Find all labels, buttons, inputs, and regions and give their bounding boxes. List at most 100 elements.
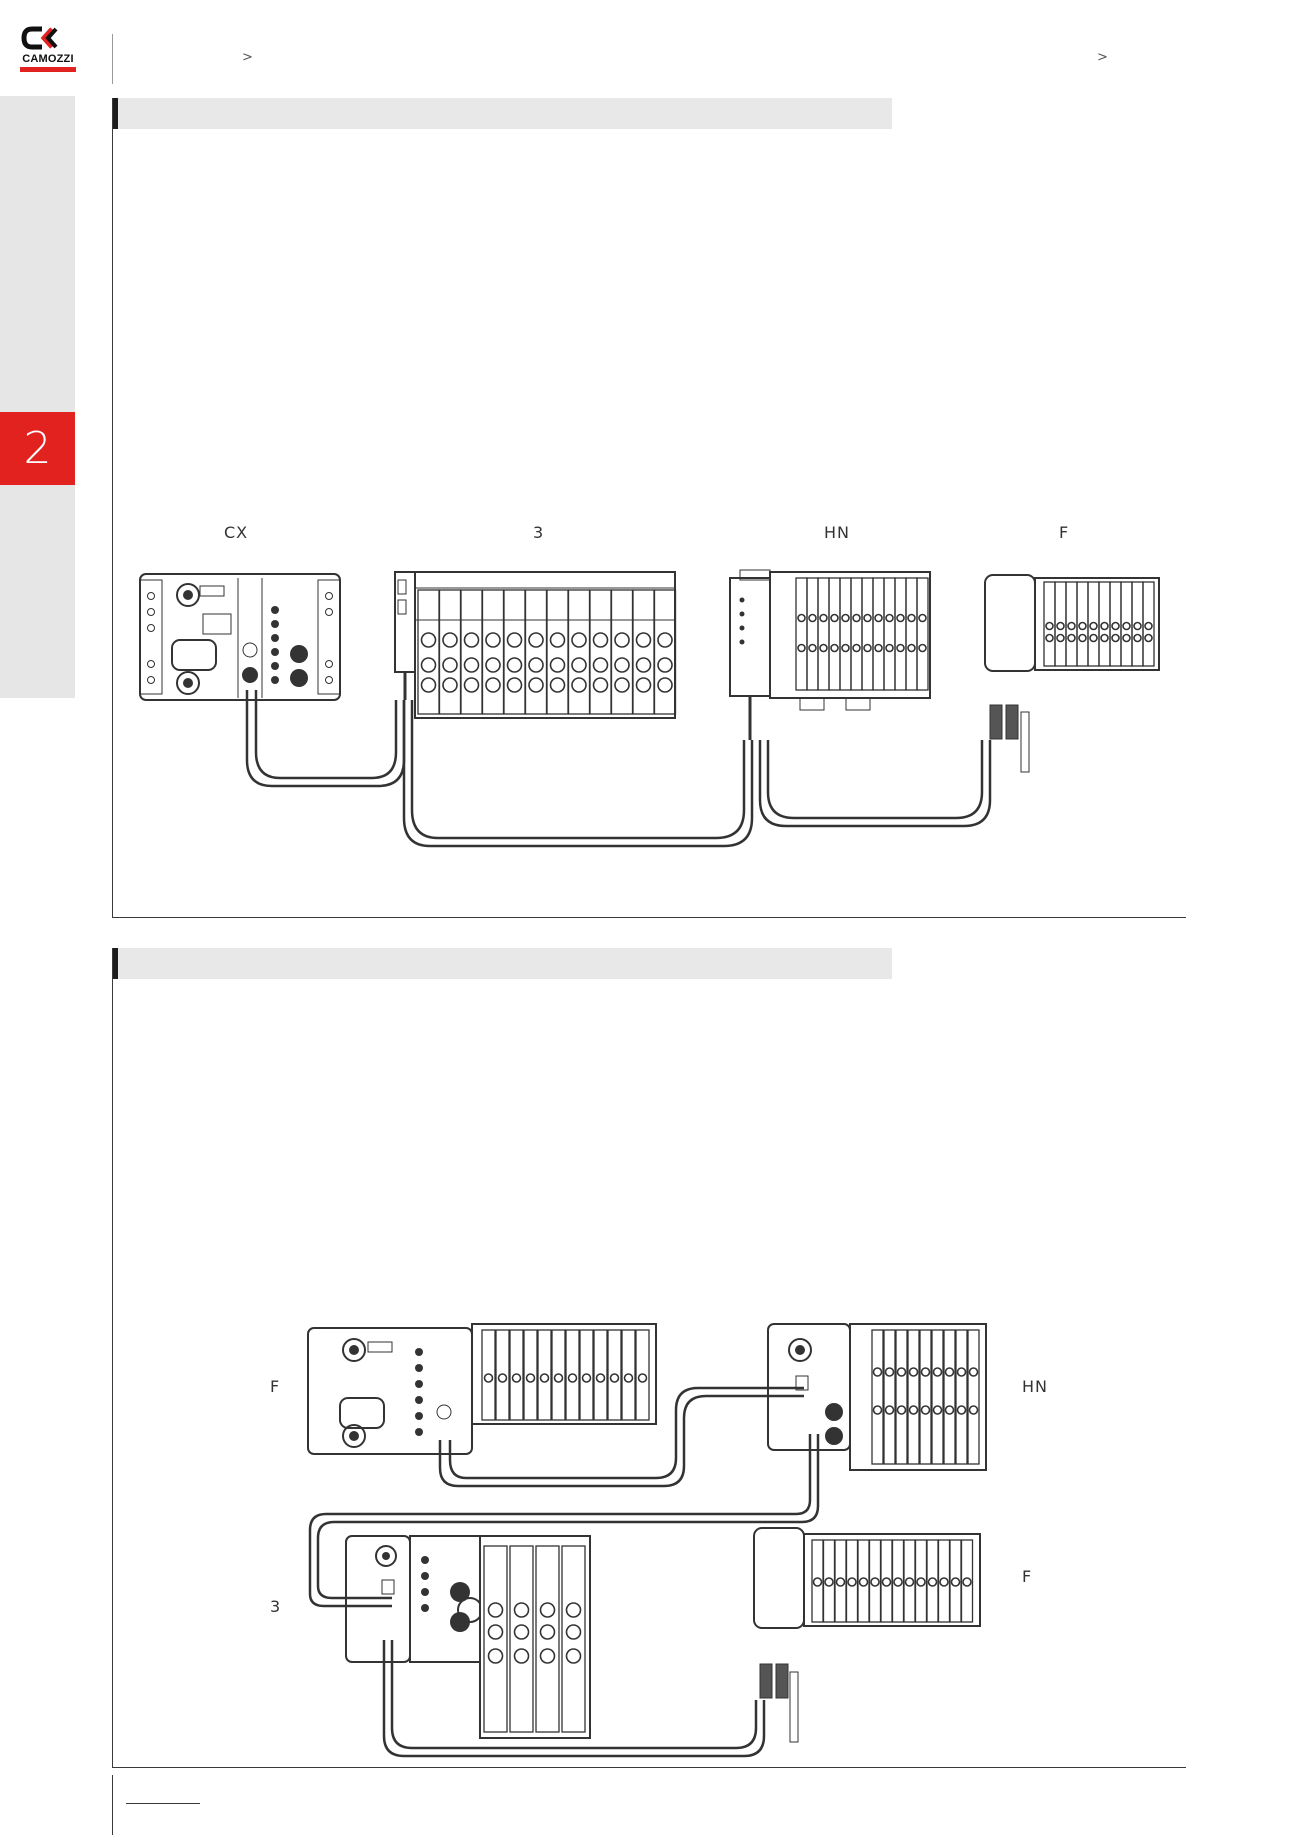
footer-short-rule [126,1803,200,1804]
port [847,1577,857,1587]
slice [523,1329,538,1421]
port [506,632,523,648]
port [511,1373,522,1383]
footer-left-rule [112,1775,113,1835]
header-divider [112,34,113,84]
port [463,657,480,673]
port [539,1602,556,1618]
port [571,677,587,693]
slice [635,1329,650,1421]
port [463,632,480,648]
port [956,1367,967,1377]
slice [871,1329,884,1465]
port [918,643,927,653]
slice [621,1329,636,1421]
slice [955,1329,968,1465]
diagram-1: CX 3 HN F [139,523,1160,848]
section-2-accent [112,948,118,979]
port [956,1405,967,1415]
port [539,1373,550,1383]
port [506,657,523,673]
diagram-1-label-hn: HN [824,523,850,542]
port [581,1373,592,1383]
port [635,632,652,648]
port [874,613,883,623]
port [1056,633,1065,643]
diagram-1-label-3: 3 [533,523,544,542]
port [657,657,673,673]
slice [907,1329,920,1465]
module-hn-slices [795,577,929,691]
port [920,1405,931,1415]
port [872,1367,883,1377]
diagram-2-label-3: 3 [270,1597,281,1616]
module-3 [394,571,677,719]
port [420,657,437,673]
port [571,632,587,648]
slice [481,1329,496,1421]
port [852,613,861,623]
port [513,1602,530,1618]
chapter-number-tab[interactable]: 2 [0,412,75,485]
slice [535,1545,560,1733]
port [808,613,817,623]
port [908,1405,919,1415]
port [614,677,630,693]
port [1144,633,1153,643]
port [870,1577,880,1587]
port [939,1577,949,1587]
port [896,1405,907,1415]
slice [551,1329,566,1421]
port [927,1577,938,1587]
port [1089,621,1098,631]
port [614,632,630,648]
port [1067,621,1076,631]
slice [1142,581,1155,667]
port [485,677,501,693]
port [872,1405,883,1415]
port [885,643,894,653]
port [896,643,905,653]
port [565,1648,582,1664]
slice [895,1329,908,1465]
port [1100,621,1109,631]
module-3-2 [345,1535,591,1739]
breadcrumb-chevron-left[interactable]: > [242,50,253,65]
slice [565,1329,580,1421]
port [881,1577,892,1587]
diagram-2-label-f-top: F [270,1377,280,1396]
module-f-bottom [753,1527,981,1743]
chapter-sidebar [0,96,75,698]
port [635,657,652,673]
port [487,1602,504,1618]
port [528,677,544,693]
port [513,1624,530,1640]
diagram-2-label-f-bottom: F [1022,1567,1032,1586]
port [884,1405,895,1415]
slice [967,1329,980,1465]
port [657,632,673,648]
port [1122,633,1131,643]
diagram-1-cables [245,690,992,848]
port [1100,633,1109,643]
port [442,677,458,693]
port [592,657,609,673]
slice [653,589,677,715]
port [819,613,828,623]
port [565,1602,582,1618]
port [1111,633,1120,643]
module-f-bottom-slices [811,1539,974,1623]
port [893,1577,903,1587]
port [420,677,437,693]
module-cx [139,573,341,701]
diagram-1-label-f: F [1059,523,1069,542]
camozzi-logo[interactable]: CAMOZZI [18,26,78,74]
port [908,1367,919,1377]
slice [537,1329,552,1421]
port [841,613,850,623]
port [567,1373,578,1383]
breadcrumb-chevron-right[interactable]: > [1097,50,1108,65]
port [506,677,523,693]
section-1-bottom-rule [112,917,1186,918]
port [907,643,916,653]
